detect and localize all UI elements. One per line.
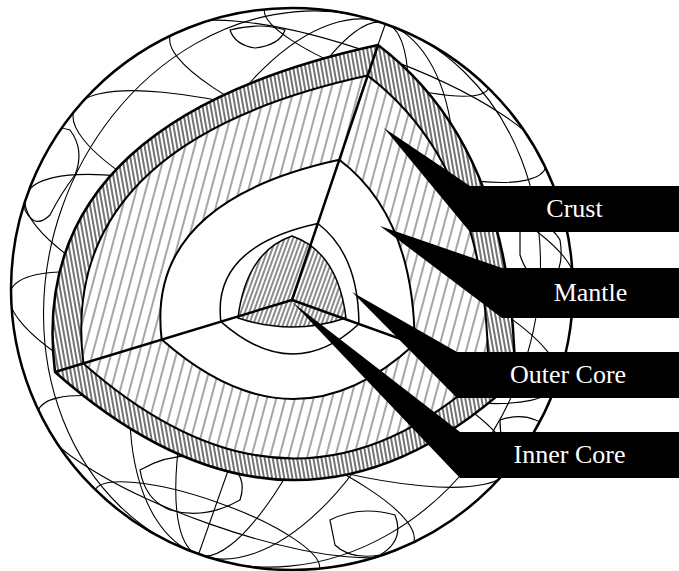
layer-label: Mantle bbox=[554, 280, 628, 306]
layer-label: Inner Core bbox=[514, 442, 626, 468]
crust-band bbox=[53, 45, 515, 480]
layer-label: Outer Core bbox=[510, 362, 626, 388]
label-banner: Crust bbox=[470, 186, 679, 232]
label-banner: Mantle bbox=[502, 268, 679, 318]
leader-wedges bbox=[292, 128, 502, 478]
label-banner: Inner Core bbox=[460, 432, 679, 478]
layer-boundaries bbox=[53, 45, 515, 480]
cut-edges bbox=[55, 45, 515, 380]
label-banner: Outer Core bbox=[457, 352, 679, 398]
layer-label: Crust bbox=[546, 196, 602, 222]
mantle-band bbox=[81, 76, 488, 459]
graticule bbox=[0, 0, 653, 571]
globe-outline bbox=[11, 8, 573, 570]
